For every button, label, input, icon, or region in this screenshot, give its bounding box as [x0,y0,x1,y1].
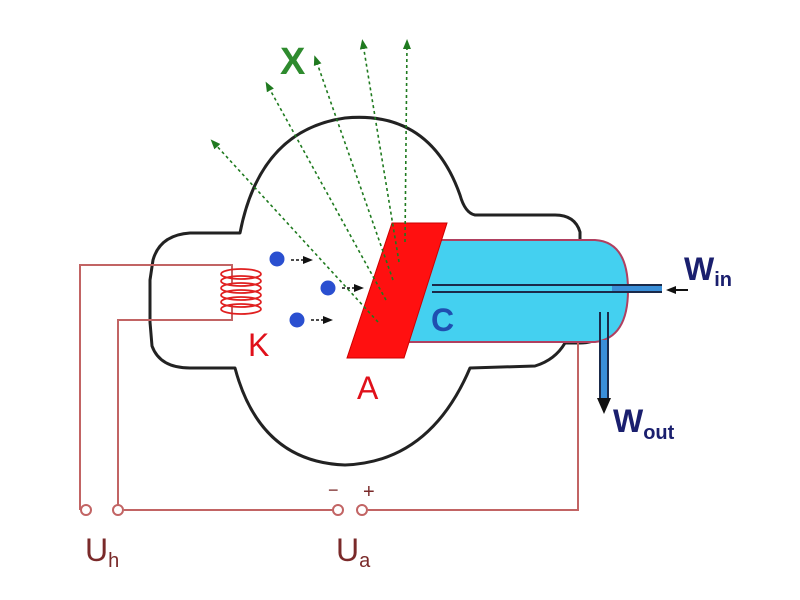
xray-arrow-2 [265,81,387,301]
xray-arrow-1 [210,139,379,323]
minus-sign: − [328,480,339,500]
anode-terminal-minus [332,504,344,516]
water-out-arrowhead [597,398,611,414]
coolant-channel-label: C [431,302,454,338]
anode-voltage-subscript: a [359,550,371,572]
anode-voltage-label: Ua [336,532,371,572]
heater-wire-inner [117,305,233,510]
plus-sign: + [363,481,375,503]
water-inlet-tube [432,284,662,293]
water-outlet-tube [597,312,611,414]
anode-supply-wire [368,343,579,511]
heater-terminal-left [80,504,92,516]
electron-3 [289,312,333,328]
heater-wire-outer [79,264,233,510]
electrons [269,251,364,328]
water-in-label: Win [684,251,732,291]
anode-label: A [357,370,379,406]
xray-arrows [210,39,411,323]
anode-target [346,222,448,359]
xray-arrow-5 [402,39,411,243]
water-in-subscript: in [714,269,732,291]
x-rays-label: X [280,41,306,83]
electron-1 [269,251,313,267]
water-out-subscript: out [643,422,674,444]
water-out-label: Wout [613,403,675,444]
electron-2 [320,280,364,296]
cathode-label: K [248,327,269,363]
heater-voltage-label: Uh [85,532,119,572]
xray-arrow-3 [313,55,394,281]
terminals [80,504,368,516]
heater-terminal-right [112,504,124,516]
heater-voltage-subscript: h [108,550,119,572]
anode-terminal-plus [356,504,368,516]
xray-arrow-4 [359,39,400,263]
circuit-wiring [79,264,579,511]
cathode-filament-coil [220,268,262,315]
